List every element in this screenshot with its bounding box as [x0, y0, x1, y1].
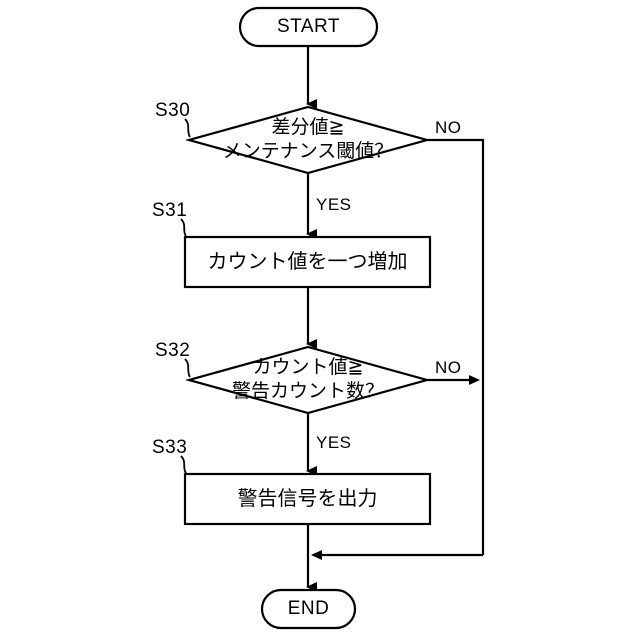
edge-label-s32-no: NO [435, 358, 462, 377]
end-terminal-shape [260, 588, 357, 630]
s31-process-shape [183, 235, 432, 289]
step-label-s32: S32 [155, 340, 191, 361]
edge-label-s32-yes: YES [316, 433, 352, 452]
s30-decision-shape [184, 105, 432, 175]
s32-leader-line [184, 358, 191, 378]
s33-leader-line [180, 455, 187, 474]
s31-leader-line [180, 218, 187, 237]
start-terminal-shape [238, 6, 379, 48]
s33-process-shape [183, 472, 432, 526]
s30-leader-line [184, 118, 191, 138]
edge-s30-no-to-bus [427, 138, 485, 555]
step-label-s33: S33 [152, 437, 188, 458]
edge-label-s30-yes: YES [316, 195, 352, 214]
s32-decision-shape [184, 345, 432, 415]
step-label-s31: S31 [152, 200, 188, 221]
step-label-s30: S30 [155, 100, 191, 121]
edge-label-s30-no: NO [435, 118, 462, 137]
